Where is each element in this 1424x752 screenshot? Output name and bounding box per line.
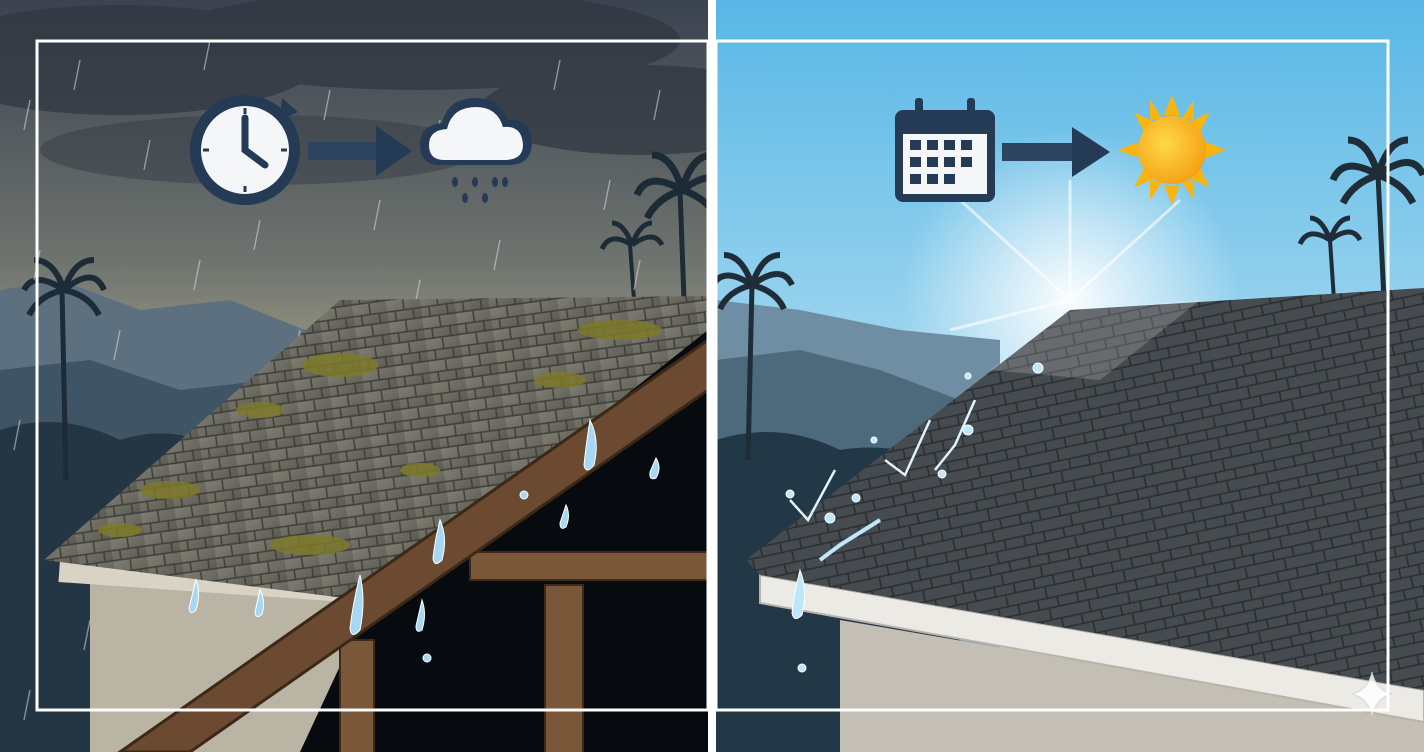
right-panel-new-roof bbox=[716, 0, 1424, 752]
calendar-icon bbox=[895, 98, 995, 202]
arrow-right-icon bbox=[1002, 127, 1110, 177]
right-panel-frame bbox=[714, 39, 1390, 712]
attic-beams bbox=[339, 551, 708, 752]
moss-patches bbox=[98, 320, 662, 555]
palm-tree bbox=[716, 252, 795, 461]
arrow-right-icon bbox=[308, 126, 412, 176]
clock-icon bbox=[190, 95, 300, 205]
sun-rays bbox=[949, 180, 1182, 332]
new-shingle-roof bbox=[746, 288, 1424, 690]
panel-divider bbox=[708, 0, 716, 752]
palm-tree bbox=[599, 151, 708, 301]
rafter-beam bbox=[117, 338, 708, 752]
rain-cloud-icon bbox=[420, 98, 532, 203]
palm-tree bbox=[21, 257, 107, 481]
left-panel-frame bbox=[35, 39, 710, 712]
sun-icon bbox=[1118, 95, 1226, 205]
sparkle-icon bbox=[1351, 671, 1393, 717]
roof-sheen bbox=[990, 300, 1200, 380]
old-shingle-roof bbox=[44, 296, 708, 600]
house-wall bbox=[840, 620, 1424, 752]
gutter bbox=[759, 573, 1424, 724]
left-panel-old-roof bbox=[0, 0, 708, 752]
water-drips bbox=[188, 418, 660, 663]
water-beads bbox=[785, 362, 1044, 673]
shed-water-arrows bbox=[789, 399, 977, 523]
palm-tree bbox=[1297, 136, 1424, 301]
storm-clouds bbox=[0, 0, 708, 185]
